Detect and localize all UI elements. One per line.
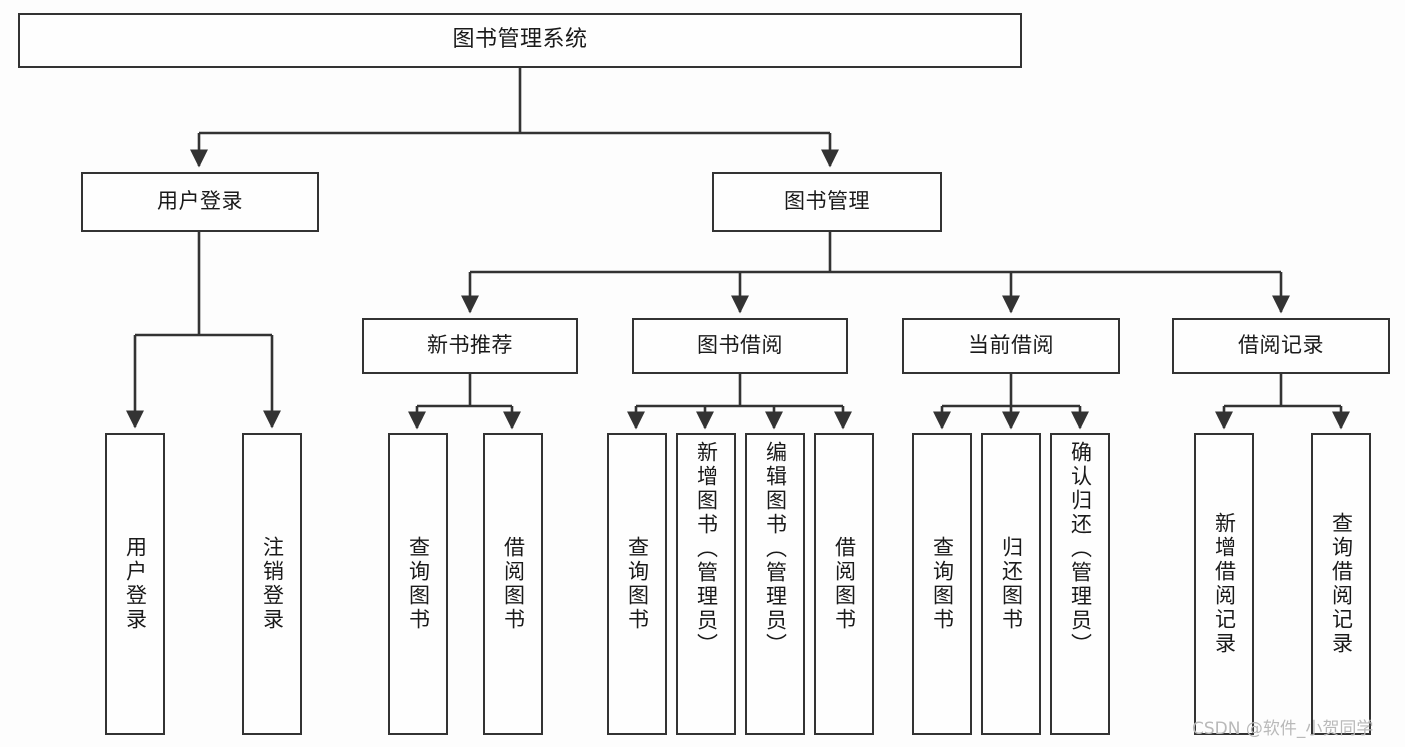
node-leaf-add-book-admin[interactable]: 新增图书（管理员） — [676, 433, 736, 735]
node-leaf-query-borrow-record[interactable]: 查询借阅记录 — [1311, 433, 1371, 735]
node-label: 用户登录 — [157, 189, 243, 214]
node-label: 注销登录 — [260, 536, 285, 632]
node-borrowing-records[interactable]: 借阅记录 — [1172, 318, 1390, 374]
node-leaf-confirm-return-admin[interactable]: 确认归还（管理员） — [1050, 433, 1110, 735]
node-leaf-add-borrow-record[interactable]: 新增借阅记录 — [1194, 433, 1254, 735]
node-leaf-query-books-nbr[interactable]: 查询图书 — [388, 433, 448, 735]
node-label: 查询图书 — [406, 536, 431, 632]
node-label: 新增图书（管理员） — [694, 441, 719, 657]
node-current-borrowing[interactable]: 当前借阅 — [902, 318, 1120, 374]
node-leaf-edit-book-admin[interactable]: 编辑图书（管理员） — [745, 433, 805, 735]
node-leaf-query-books-bb[interactable]: 查询图书 — [607, 433, 667, 735]
node-label: 查询图书 — [930, 536, 955, 632]
node-label: 借阅图书 — [832, 536, 857, 632]
node-label: 图书借阅 — [697, 333, 783, 358]
watermark-text: CSDN @软件_小贺同学 — [1192, 719, 1374, 739]
node-book-management[interactable]: 图书管理 — [712, 172, 942, 232]
node-label: 新书推荐 — [427, 333, 513, 358]
node-label: 借阅图书 — [501, 536, 526, 632]
node-label: 用户登录 — [123, 536, 148, 632]
node-leaf-borrow-books-bb[interactable]: 借阅图书 — [814, 433, 874, 735]
node-label: 查询图书 — [625, 536, 650, 632]
node-label: 新增借阅记录 — [1212, 512, 1237, 656]
node-label: 借阅记录 — [1238, 333, 1324, 358]
node-new-book-recommendation[interactable]: 新书推荐 — [362, 318, 578, 374]
node-user-login[interactable]: 用户登录 — [81, 172, 319, 232]
node-leaf-return-books[interactable]: 归还图书 — [981, 433, 1041, 735]
node-leaf-borrow-books-nbr[interactable]: 借阅图书 — [483, 433, 543, 735]
node-leaf-logout[interactable]: 注销登录 — [242, 433, 302, 735]
node-label: 当前借阅 — [968, 333, 1054, 358]
node-label: 查询借阅记录 — [1329, 512, 1354, 656]
node-label: 确认归还（管理员） — [1068, 441, 1093, 657]
node-leaf-user-login[interactable]: 用户登录 — [105, 433, 165, 735]
node-label: 图书管理系统 — [452, 27, 588, 53]
node-leaf-query-books-cb[interactable]: 查询图书 — [912, 433, 972, 735]
node-book-borrowing[interactable]: 图书借阅 — [632, 318, 848, 374]
node-label: 归还图书 — [999, 536, 1024, 632]
node-root-book-management-system[interactable]: 图书管理系统 — [18, 13, 1022, 68]
node-label: 编辑图书（管理员） — [763, 441, 788, 657]
node-label: 图书管理 — [784, 189, 870, 214]
